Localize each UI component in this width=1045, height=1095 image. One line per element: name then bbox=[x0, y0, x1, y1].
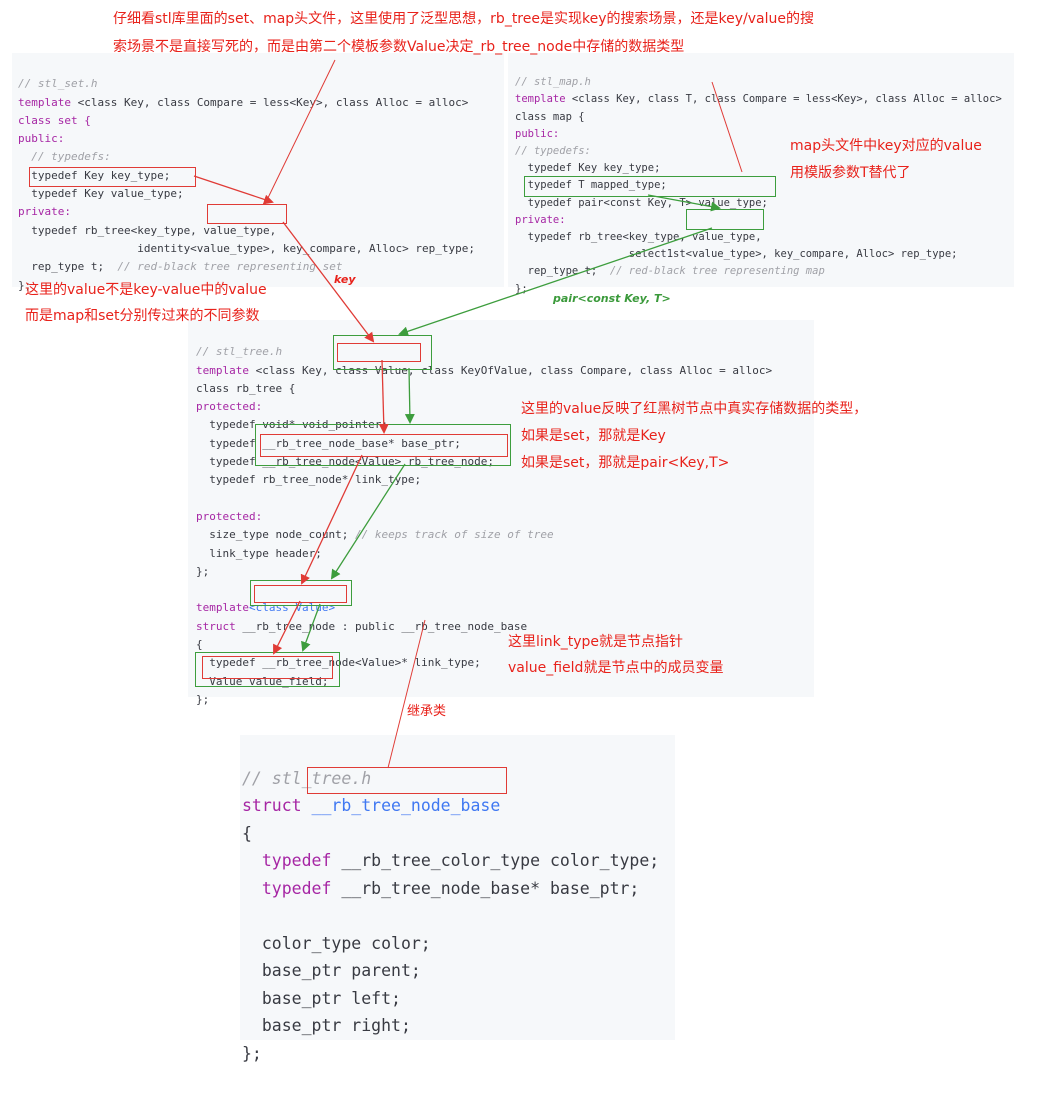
base-struct-name-box bbox=[307, 767, 507, 794]
set-rep-line: rep_type t; // red-black tree representi… bbox=[18, 260, 343, 274]
tree-protected-line: protected: bbox=[196, 400, 263, 414]
map-template-line: template <class Key, class T, class Comp… bbox=[515, 93, 1002, 106]
set-private-line: private: bbox=[18, 205, 71, 219]
set-key-type-line: typedef Key key_type; bbox=[18, 168, 171, 182]
map-public-line: public: bbox=[515, 127, 560, 140]
node-struct-line: struct __rb_tree_node : public __rb_tree… bbox=[196, 619, 528, 633]
tree-node-count-line: size_type node_count; // keeps track of … bbox=[196, 528, 554, 542]
node-link-type-line: typedef __rb_tree_node<Value>* link_type… bbox=[196, 656, 481, 670]
top-note-line-1: 仔细看stl库里面的set、map头文件，这里使用了泛型思想，rb_tree是实… bbox=[113, 11, 814, 27]
map-value-type-line: typedef pair<const Key, T> value_type; bbox=[515, 196, 768, 209]
set-rbtree-value-box bbox=[207, 204, 287, 224]
set-file-comment: // stl_set.h bbox=[18, 77, 98, 91]
tree-header-line: link_type header; bbox=[196, 546, 322, 560]
map-key-type-line: typedef Key key_type; bbox=[515, 162, 661, 175]
set-value-type-line: typedef Key value_type; bbox=[18, 187, 184, 201]
map-rep-line: rep_type t; // red-black tree representi… bbox=[515, 265, 825, 278]
map-class-line: class map { bbox=[515, 110, 585, 123]
map-file-comment: // stl_map.h bbox=[515, 76, 591, 89]
set-code-block: // stl_set.h template <class Key, class C… bbox=[18, 57, 475, 313]
set-rbtree-line: typedef rb_tree<key_type, value_type, bbox=[18, 223, 277, 237]
tree-rb-tree-node-box bbox=[260, 434, 508, 457]
set-typedefs-comment: // typedefs: bbox=[18, 150, 111, 164]
value-note-line-3: 如果是set，那就是pair<Key,T> bbox=[521, 455, 730, 471]
map-value-type-box bbox=[524, 176, 776, 197]
template-to-field-arrow-red bbox=[273, 600, 301, 655]
value-field-box bbox=[202, 656, 333, 679]
set-template-line: template <class Key, class Compare = les… bbox=[18, 95, 469, 109]
set-public-line: public: bbox=[18, 132, 65, 146]
link-note-line-2: value_field就是节点中的成员变量 bbox=[508, 660, 724, 676]
set-to-tree-arrow bbox=[282, 221, 375, 343]
tree-close-line: }; bbox=[196, 564, 210, 578]
value-field-outer-box bbox=[195, 652, 340, 687]
left-note-line-2: 而是map和set分别传过来的不同参数 bbox=[25, 308, 260, 324]
inherit-label: 继承类 bbox=[407, 704, 447, 719]
top-note-leader-right bbox=[711, 81, 743, 173]
node-value-field-line: Value value_field; bbox=[196, 674, 329, 688]
map-to-tree-arrow bbox=[398, 227, 713, 337]
node-template-box bbox=[254, 585, 347, 603]
base-parent-line: base_ptr parent; bbox=[242, 961, 421, 980]
set-close-line: }; bbox=[18, 278, 32, 292]
set-code-panel bbox=[12, 53, 504, 287]
tree-code-block: // stl_tree.h template <class Key, class … bbox=[196, 325, 772, 728]
node-to-template-arrow-red bbox=[300, 454, 363, 585]
map-note-line-2: 用模版参数T替代了 bbox=[790, 165, 911, 181]
map-rbtree-value-box bbox=[686, 209, 764, 230]
top-note-line-2: 索场景不是直接写死的，而是由第二个模板参数Value决定_rb_tree_nod… bbox=[113, 39, 685, 55]
tree-link-type-line: typedef rb_tree_node* link_type; bbox=[196, 473, 422, 487]
map-code-panel bbox=[508, 53, 1014, 287]
map-typedefs-comment: // typedefs: bbox=[515, 145, 591, 158]
map-code-block: // stl_map.h template <class Key, class T… bbox=[515, 57, 1002, 315]
value-to-node-arrow-red bbox=[378, 359, 389, 434]
map-rbtree-line: typedef rb_tree<key_type, value_type, bbox=[515, 231, 762, 244]
tree-protected-line-2: protected: bbox=[196, 509, 263, 523]
tree-class-line: class rb_tree { bbox=[196, 381, 296, 395]
inheritance-leader bbox=[387, 619, 426, 769]
tree-base-ptr-line: typedef __rb_tree_node_base* base_ptr; bbox=[196, 436, 461, 450]
set-class-line: class set { bbox=[18, 113, 91, 127]
base-base-ptr-line: typedef __rb_tree_node_base* base_ptr; bbox=[261, 878, 640, 898]
map-select1st-line: select1st<value_type>, key_compare, Allo… bbox=[515, 248, 958, 261]
map-note-line-1: map头文件中key对应的value bbox=[790, 138, 982, 154]
set-identity-line: identity<value_type>, key_compare, Alloc… bbox=[18, 241, 475, 255]
value-to-node-arrow-green bbox=[404, 367, 415, 424]
template-to-field-arrow-green bbox=[301, 603, 321, 652]
base-struct-line: struct __rb_tree_node_base bbox=[242, 796, 501, 815]
key-label: key bbox=[334, 273, 356, 286]
node-template-line: template<class Value> bbox=[196, 601, 336, 615]
base-right-line: base_ptr right; bbox=[242, 1016, 411, 1035]
base-code-panel bbox=[240, 735, 675, 1040]
pair-label: pair<const Key, T> bbox=[553, 292, 671, 305]
set-value-type-arrow bbox=[193, 175, 274, 205]
top-note-leader-left bbox=[264, 59, 336, 205]
base-open-brace: { bbox=[242, 823, 252, 843]
link-note-line-1: 这里link_type就是节点指针 bbox=[508, 634, 684, 650]
connector-arrows bbox=[193, 59, 743, 769]
tree-code-panel bbox=[188, 320, 814, 697]
map-private-line: private: bbox=[515, 213, 566, 226]
value-note-line-2: 如果是set，那就是Key bbox=[521, 428, 666, 444]
base-color-type-line: typedef __rb_tree_color_type color_type; bbox=[261, 851, 660, 870]
tree-class-value-box bbox=[337, 343, 421, 362]
base-file-comment: // stl_tree.h bbox=[242, 768, 372, 788]
tree-template-line: template <class Key, class Value, class … bbox=[196, 363, 773, 377]
left-note-line-1: 这里的value不是key-value中的value bbox=[25, 282, 267, 298]
map-mapped-type-line: typedef T mapped_type; bbox=[515, 179, 667, 192]
node-close-line: }; bbox=[196, 692, 210, 706]
node-to-template-arrow-green bbox=[330, 463, 406, 580]
tree-file-comment: // stl_tree.h bbox=[196, 345, 283, 359]
tree-rb-tree-node-line: typedef __rb_tree_node<Value> rb_tree_no… bbox=[196, 455, 495, 469]
node-open-brace: { bbox=[196, 638, 203, 652]
base-color-line: color_type color; bbox=[242, 933, 431, 953]
value-note-line-1: 这里的value反映了红黑树节点中真实存储数据的类型， bbox=[521, 401, 868, 417]
map-value-type-arrow bbox=[647, 194, 721, 212]
base-left-line: base_ptr left; bbox=[242, 988, 401, 1008]
